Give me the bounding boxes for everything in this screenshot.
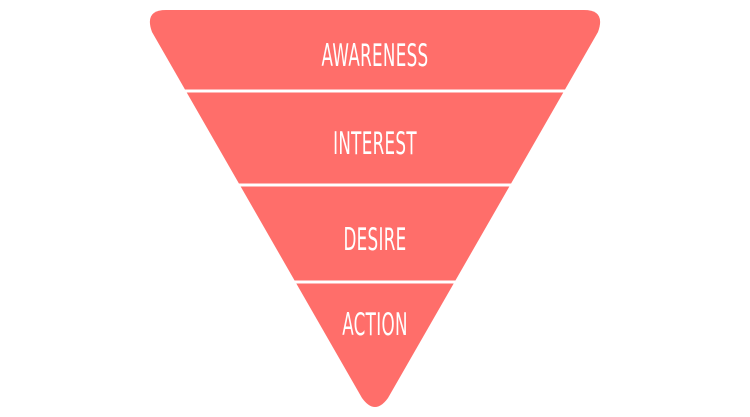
stage-action-label: ACTION <box>342 306 408 342</box>
stage-desire-label: DESIRE <box>343 221 406 257</box>
stage-awareness-label: AWARENESS <box>322 37 429 73</box>
stage-interest-label: INTEREST <box>333 125 417 161</box>
funnel-shape <box>149 10 601 407</box>
